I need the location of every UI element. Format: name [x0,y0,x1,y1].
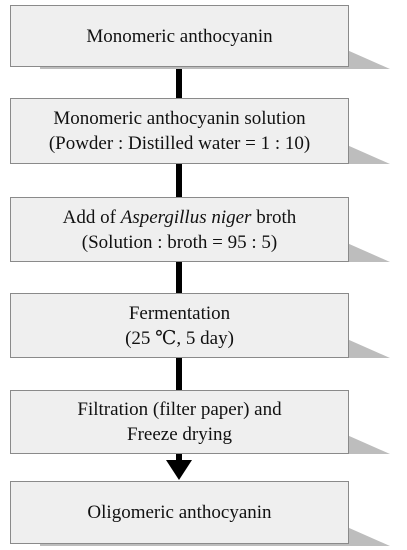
connector-3-4 [176,262,182,293]
step-box-2: Monomeric anthocyanin solution (Powder :… [10,98,349,164]
step-3-suffix: broth [251,206,297,228]
step-box-4: Fermentation (25 ℃, 5 day) [10,293,349,358]
step-4-line-1: Fermentation [128,302,231,324]
connector-1-2 [176,67,182,98]
step-1-line-1: Monomeric anthocyanin [86,25,273,47]
connector-4-5 [176,358,182,390]
step-5-line-1: Filtration (filter paper) and [77,399,282,420]
step-box-6: Oligomeric anthocyanin [10,481,349,544]
step-6-line-1: Oligomeric anthocyanin [87,502,272,523]
step-5-line-2: Freeze drying [127,424,232,445]
step-box-3: Add of Aspergillus niger broth (Solution… [10,197,349,262]
step-3-line-1: Add of Aspergillus niger broth [63,205,297,230]
connector-2-3 [176,164,182,197]
connector-5-6 [176,454,182,462]
step-2-line-1: Monomeric anthocyanin solution [53,108,306,129]
step-box-5: Filtration (filter paper) and Freeze dry… [10,390,349,454]
step-box-1: Monomeric anthocyanin [10,5,349,67]
step-4-line-2: (25 ℃, 5 day) [125,327,234,349]
arrow-down-icon [166,460,192,480]
step-3-line-2: (Solution : broth = 95 : 5) [81,231,278,253]
step-3-prefix: Add of [62,206,121,228]
step-3-organism: Aspergillus niger [120,206,252,228]
step-2-line-2: (Powder : Distilled water = 1 : 10) [48,133,311,154]
